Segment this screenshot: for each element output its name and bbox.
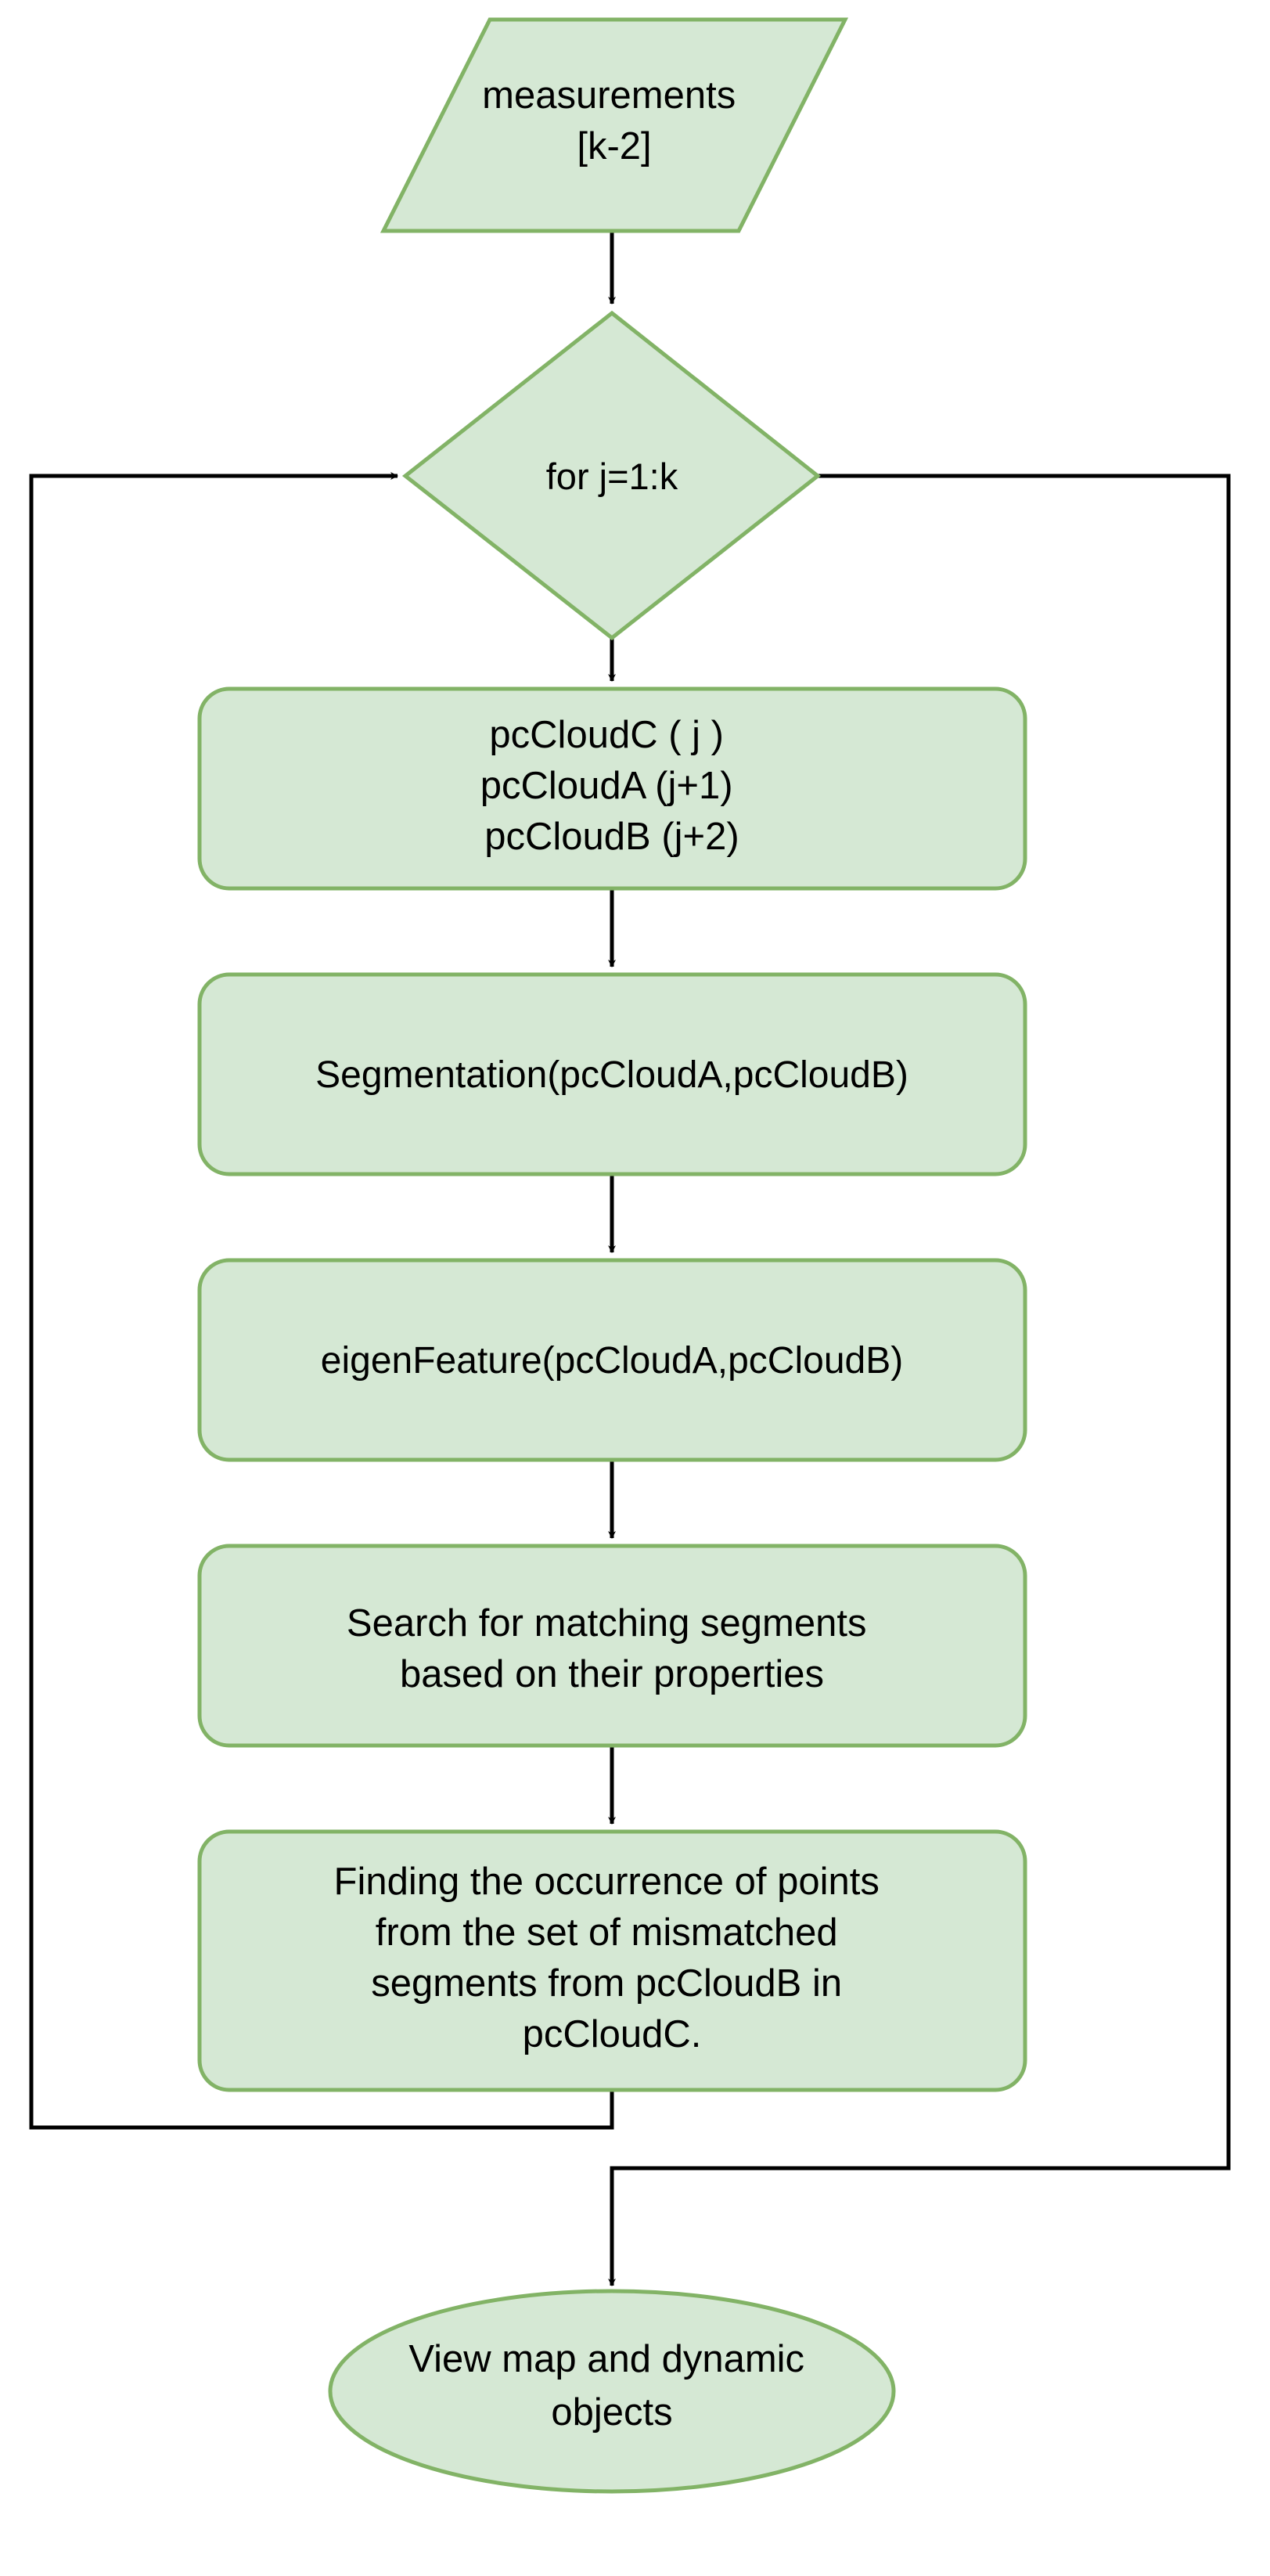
edges — [29, 231, 1231, 2286]
segmentation-box — [197, 972, 1027, 1176]
node-input: measurements [k-2] — [380, 17, 849, 233]
node-finding: Finding the occurrence of points from th… — [197, 1829, 1027, 2092]
clouds-label: pcCloudC ( j ) pcCloudA (j+1) pcCloudB (… — [480, 714, 743, 858]
node-search: Search for matching segments based on th… — [197, 1544, 1027, 1748]
output-label: View map and dynamic objects — [408, 2338, 815, 2434]
eigen-label: eigenFeature(pcCloudA,pcCloudB) — [321, 1340, 903, 1382]
output-ellipse-shape — [328, 2289, 896, 2494]
search-label: Search for matching segments based on th… — [347, 1602, 877, 1695]
segmentation-label: Segmentation(pcCloudA,pcCloudB) — [315, 1054, 908, 1096]
loop-diamond-shape — [401, 310, 822, 641]
search-box — [197, 1544, 1027, 1748]
edge-finding-loop-back — [29, 472, 614, 2130]
finding-box — [197, 1829, 1027, 2092]
node-clouds: pcCloudC ( j ) pcCloudA (j+1) pcCloudB (… — [197, 686, 1027, 891]
finding-label: Finding the occurrence of points from th… — [334, 1861, 890, 2055]
clouds-box — [197, 686, 1027, 891]
input-parallelogram-shape — [380, 17, 849, 233]
node-eigen-feature: eigenFeature(pcCloudA,pcCloudB) — [197, 1258, 1027, 1462]
edge-loop-exit-to-output — [608, 474, 1231, 2286]
node-output: View map and dynamic objects — [328, 2289, 896, 2494]
loop-label: for j=1:k — [546, 456, 678, 497]
node-segmentation: Segmentation(pcCloudA,pcCloudB) — [197, 972, 1027, 1176]
eigen-box — [197, 1258, 1027, 1462]
input-label: measurements [k-2] — [482, 74, 747, 168]
node-loop-decision: for j=1:k — [401, 310, 822, 641]
